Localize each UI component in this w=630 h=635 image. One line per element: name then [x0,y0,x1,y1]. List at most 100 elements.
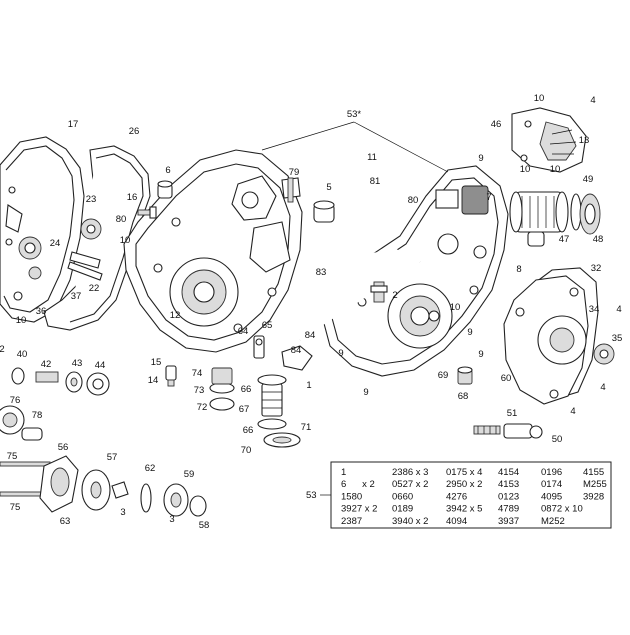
callout-10: 10 [450,302,461,313]
oil-strainer-67 [209,367,301,448]
callout-40: 40 [17,349,28,360]
kit-cell: 0872 x 10 [541,504,583,515]
kit-cell: 4789 [498,504,519,515]
kit-cell: 2387 [341,516,362,527]
callout-10: 10 [120,235,131,246]
kit-cell: 0527 x 2 [392,479,428,490]
callout-76: 76 [10,395,21,406]
kit-ref-label: 53 [306,490,317,501]
kit-cell: 3927 x 2 [341,504,377,515]
seal-10 [428,310,440,322]
callout-4: 4 [590,95,595,106]
callout-65: 65 [262,320,273,331]
plug-8 [527,231,545,247]
callout-14: 14 [148,375,159,386]
kit-cell: M255 [583,479,607,490]
callout-36: 36 [36,306,47,317]
callout-49: 49 [583,174,594,185]
cover-inner-details [67,218,103,281]
kit-cell: 6 x 2 [341,479,375,490]
callout-12: 12 [170,310,181,321]
right-cover-60 [503,275,589,405]
callout-9: 9 [478,349,483,360]
callout-4: 4 [616,304,621,315]
callout-66: 66 [243,425,254,436]
callout-69: 69 [438,370,449,381]
callout-9: 9 [467,327,472,338]
callout-60: 60 [501,373,512,384]
bolt-16 [137,206,157,219]
callout-71: 71 [301,422,312,433]
dowel-5 [313,200,335,223]
gasket-26 [43,145,151,331]
banjo-bolt-2 [370,281,388,303]
callout-1: 1 [306,380,311,391]
callout-15: 15 [151,357,162,368]
kit-cell: 4095 [541,491,562,502]
callout-74: 74 [192,368,203,379]
callout-75: 75 [7,451,18,462]
callout-47: 47 [559,234,570,245]
callout-59: 59 [184,469,195,480]
kit-cell: 0196 [541,467,562,478]
callout-10: 10 [520,164,531,175]
callout-78: 78 [32,410,43,421]
callout-63: 63 [60,516,71,527]
callout-16: 16 [127,192,138,203]
kit-cell: 0660 [392,491,413,502]
callout-64: 64 [238,326,249,337]
callout-84: 84 [305,330,316,341]
callout-53*: 53* [347,109,362,120]
kit-cell: 4154 [498,467,519,478]
dowel-6 [157,180,173,199]
kit-cell: 3940 x 2 [392,516,428,527]
kit-cell: 3942 x 5 [446,504,482,515]
kit-cell: 4153 [498,479,519,490]
callout-68: 68 [458,391,469,402]
left-crankcase-12 [123,149,303,353]
callout-48: 48 [593,234,604,245]
kit-cell: 2386 x 3 [392,467,428,478]
callout-50: 50 [552,434,563,445]
kit-cell: 4094 [446,516,467,527]
kit-cell: 4276 [446,491,467,502]
callout-10: 10 [550,164,561,175]
callout-46: 46 [491,119,502,130]
kit-cell: 0175 x 4 [446,467,482,478]
callout-34: 34 [589,304,600,315]
kit-cell: 3928 [583,491,604,502]
callout-13: 13 [579,135,590,146]
callout-10: 10 [16,315,27,326]
callout-57: 57 [107,452,118,463]
water-pump-group [0,455,207,517]
callout-80: 80 [116,214,127,225]
kit-cell: 3937 [498,516,519,527]
cap-35 [593,343,615,365]
kit-cell: 1 [341,467,346,478]
oil-filter-47 [509,191,569,233]
callout-62: 62 [145,463,156,474]
callout-44: 44 [95,360,106,371]
callout-24: 24 [50,238,61,249]
callout-80: 80 [408,195,419,206]
callout-56: 56 [58,442,69,453]
callout-10: 10 [534,93,545,104]
callout-42: 42 [41,359,52,370]
callout-3: 3 [169,514,174,525]
kit-cell: 0189 [392,504,413,515]
callout-7: 7 [486,192,491,203]
o-ring-49 [570,193,582,231]
filter-cap-48 [579,193,601,235]
callout-73: 73 [194,385,205,396]
callout-26: 26 [129,126,140,137]
leader-53 [261,121,449,173]
callout-79: 79 [289,167,300,178]
callout-66: 66 [241,384,252,395]
kit-cell: 2950 x 2 [446,479,482,490]
callout-32: 32 [591,263,602,274]
kit-cell: 0123 [498,491,519,502]
callout-43: 43 [72,358,83,369]
